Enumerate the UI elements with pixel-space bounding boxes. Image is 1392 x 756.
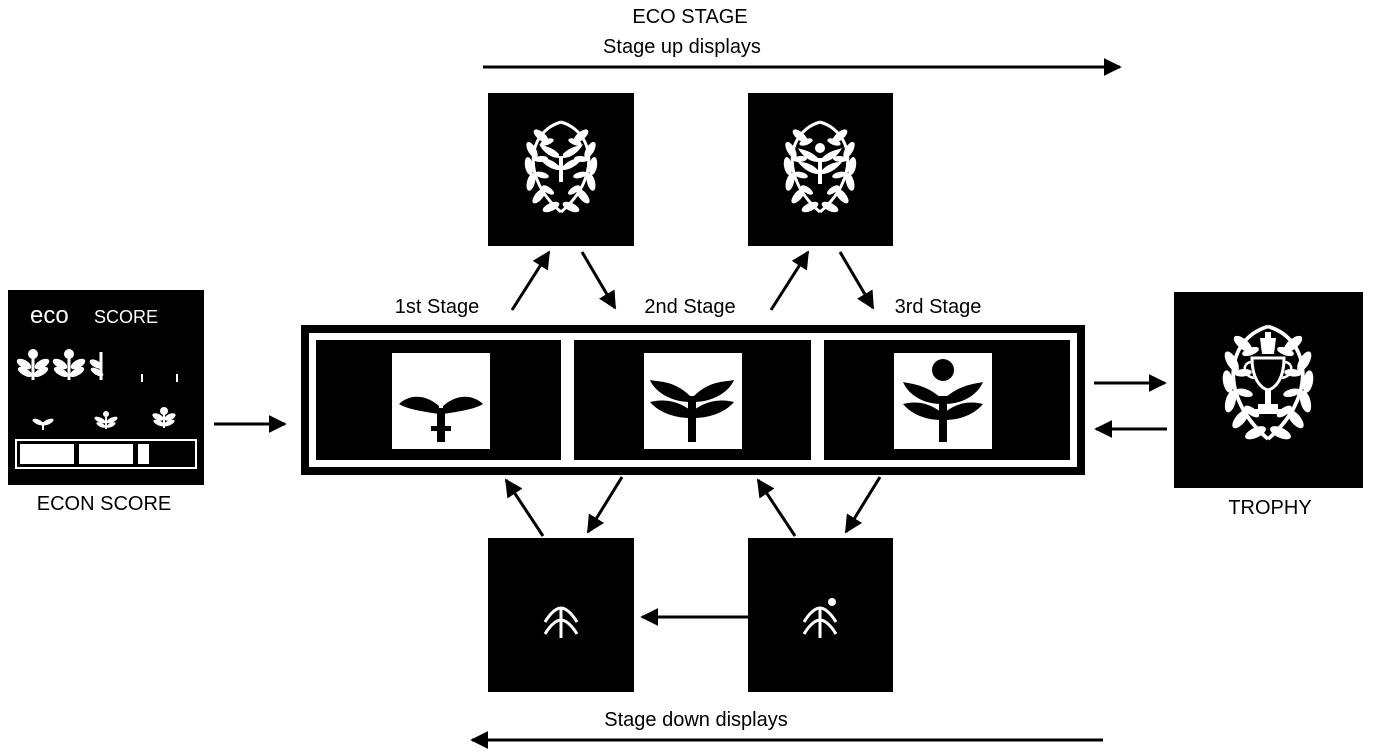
stage-3-label: 3rd Stage xyxy=(894,296,982,318)
stage-down-display-1 xyxy=(488,538,634,692)
econ-score-caption: ECON SCORE xyxy=(36,493,172,515)
stage-3-display xyxy=(824,345,1070,455)
stage-2-label: 2nd Stage xyxy=(644,296,736,318)
stage-2-display xyxy=(574,345,811,455)
stage-up-display-1 xyxy=(488,93,634,246)
stage1-up-arrow xyxy=(510,250,551,311)
sprout-icon xyxy=(802,598,838,638)
leaf-icon xyxy=(16,349,178,382)
stage2-in-arrow xyxy=(580,251,617,310)
stage-bar xyxy=(301,325,1085,475)
stage-down2-to-stage2-arrow xyxy=(756,478,797,537)
score-heading-score: SCORE xyxy=(94,307,159,327)
laurel-wreath-icon xyxy=(523,122,598,214)
score-panel xyxy=(8,290,204,485)
stage2-to-down1-arrow xyxy=(586,476,624,534)
stage-up-label: Stage up displays xyxy=(603,36,761,58)
stage2-up-arrow xyxy=(769,250,810,311)
stage3-to-down2-arrow xyxy=(844,476,882,534)
laurel-wreath-icon xyxy=(782,122,857,214)
stage-up-display-2 xyxy=(748,93,893,246)
trophy-caption: TROPHY xyxy=(1228,497,1312,519)
sprout-icon xyxy=(32,407,176,430)
stage-1-display xyxy=(316,345,561,455)
diagram-title: ECO STAGE xyxy=(632,6,748,28)
sprout-icon xyxy=(543,606,579,638)
trophy-panel xyxy=(1174,292,1363,488)
trophy-icon xyxy=(1243,332,1293,414)
stage-down1-to-stage1-arrow xyxy=(504,478,545,537)
stage-down-display-2 xyxy=(748,538,893,692)
stage-1-label: 1st Stage xyxy=(394,296,480,318)
stage3-in-arrow xyxy=(838,251,875,310)
stage-down-label: Stage down displays xyxy=(604,709,788,731)
score-progress-bar xyxy=(15,439,197,469)
score-heading-eco: eco xyxy=(30,302,69,329)
